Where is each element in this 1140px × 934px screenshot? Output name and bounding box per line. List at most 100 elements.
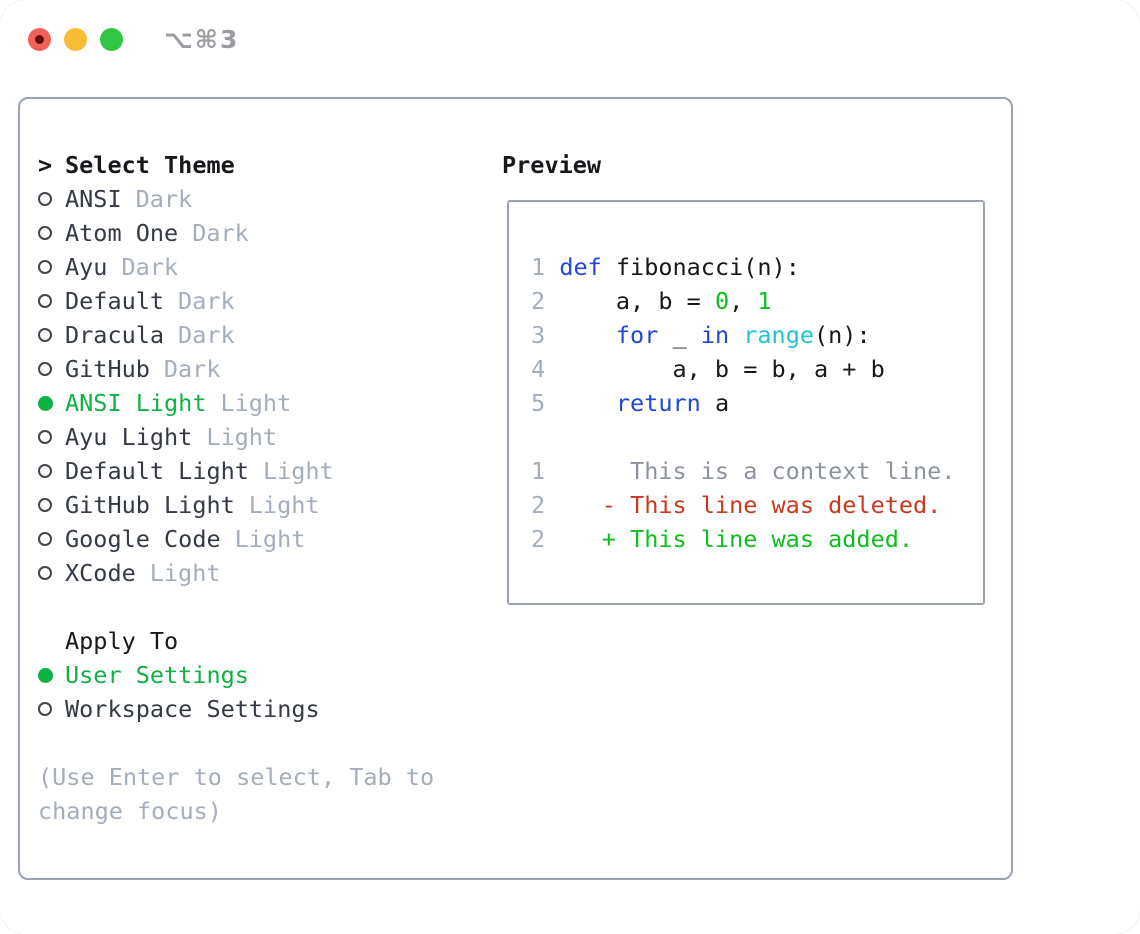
- radio-icon: [38, 250, 65, 284]
- theme-item-default[interactable]: Default Dark: [38, 284, 434, 318]
- radio-selected-icon: [38, 386, 65, 420]
- apply-option-user-settings[interactable]: User Settings: [38, 658, 434, 692]
- window-title: ⌥⌘3: [164, 25, 240, 54]
- preview-header: Preview: [502, 151, 602, 179]
- theme-item-ansi-light[interactable]: ANSI Light Light: [38, 386, 434, 420]
- theme-item-name: Dracula: [65, 321, 165, 349]
- radio-icon: [38, 216, 65, 250]
- code-segment-plain: (n):: [814, 321, 871, 349]
- code-segment-plain: [545, 253, 559, 281]
- code-segment-ctx: This is a context line.: [545, 457, 956, 485]
- radio-icon: [38, 556, 65, 590]
- theme-variant-tag: Dark: [178, 321, 235, 349]
- code-blank-line: [531, 420, 983, 454]
- select-theme-header: > Select Theme: [38, 148, 434, 182]
- code-segment-plain: _: [658, 321, 701, 349]
- theme-item-github[interactable]: GitHub Dark: [38, 352, 434, 386]
- theme-variant-tag: Dark: [135, 185, 193, 213]
- theme-item-name: ANSI: [65, 185, 122, 213]
- code-line: 1 def fibonacci(n):: [531, 250, 983, 284]
- theme-item-name: Ayu: [65, 253, 108, 281]
- code-segment-plain: [545, 389, 616, 417]
- code-segment-plain: [729, 321, 743, 349]
- theme-variant-tag: Light: [220, 389, 292, 417]
- theme-variant-tag: Dark: [192, 219, 249, 247]
- apply-option-name: Workspace Settings: [65, 695, 320, 723]
- theme-variant-tag: Dark: [178, 287, 235, 315]
- code-segment-num: 2: [531, 525, 546, 553]
- code-line: 3 for _ in range(n):: [531, 318, 983, 352]
- theme-variant-tag: Dark: [121, 253, 179, 281]
- theme-variant-tag: Light: [234, 525, 306, 553]
- code-segment-plain: a, b =: [545, 287, 715, 315]
- theme-item-github-light[interactable]: GitHub Light Light: [38, 488, 434, 522]
- code-segment-kw: for: [615, 321, 659, 349]
- code-segment-builtin: range: [743, 321, 815, 349]
- apply-option-workspace-settings[interactable]: Workspace Settings: [38, 692, 434, 726]
- code-segment-plain: ,: [729, 287, 758, 315]
- code-segment-val: 1: [757, 287, 772, 315]
- close-button[interactable]: [28, 28, 51, 51]
- zoom-button[interactable]: [100, 28, 123, 51]
- radio-icon: [38, 182, 65, 216]
- theme-item-xcode[interactable]: XCode Light: [38, 556, 434, 590]
- theme-item-name: GitHub Light: [65, 491, 235, 519]
- code-segment-num: 2: [531, 491, 546, 519]
- radio-icon: [38, 454, 65, 488]
- code-line: 2 a, b = 0, 1: [531, 284, 983, 318]
- code-segment-num: 2: [531, 287, 546, 315]
- minimize-button[interactable]: [64, 28, 87, 51]
- theme-variant-tag: Light: [248, 491, 320, 519]
- code-segment-plain: a: [700, 389, 730, 417]
- apply-option-name: User Settings: [65, 661, 249, 689]
- apply-to-indent: [38, 624, 65, 658]
- code-segment-num: 1: [531, 253, 546, 281]
- radio-selected-icon: [38, 658, 65, 692]
- code-line: 4 a, b = b, a + b: [531, 352, 983, 386]
- code-segment-kw: return: [615, 389, 701, 417]
- theme-variant-tag: Light: [149, 559, 221, 587]
- theme-item-dracula[interactable]: Dracula Dark: [38, 318, 434, 352]
- radio-icon: [38, 420, 65, 454]
- radio-icon: [38, 522, 65, 556]
- code-line: 2 + This line was added.: [531, 522, 983, 556]
- code-segment-num: 3: [531, 321, 546, 349]
- theme-item-ansi[interactable]: ANSI Dark: [38, 182, 434, 216]
- theme-item-name: Ayu Light: [65, 423, 193, 451]
- theme-item-name: GitHub: [65, 355, 150, 383]
- radio-icon: [38, 284, 65, 318]
- code-line: 5 return a: [531, 386, 983, 420]
- theme-item-ayu[interactable]: Ayu Dark: [38, 250, 434, 284]
- theme-item-name: XCode: [65, 559, 136, 587]
- radio-icon: [38, 318, 65, 352]
- code-segment-kw: in: [700, 321, 730, 349]
- code-segment-del: - This line was deleted.: [545, 491, 942, 519]
- theme-item-name: ANSI Light: [65, 389, 207, 417]
- code-segment-num: 1: [531, 457, 546, 485]
- theme-variant-tag: Dark: [163, 355, 221, 383]
- titlebar: ⌥⌘3: [28, 25, 239, 54]
- select-theme-label: Select Theme: [65, 151, 235, 179]
- code-line: 1 This is a context line.: [531, 454, 983, 488]
- theme-item-name: Default: [65, 287, 165, 315]
- theme-variant-tag: Light: [262, 457, 334, 485]
- code-segment-add: + This line was added.: [545, 525, 914, 553]
- close-edited-dot-icon: [35, 35, 44, 44]
- focus-caret-icon: >: [38, 151, 53, 179]
- code-segment-kw: def: [559, 253, 602, 281]
- spacer: [38, 590, 434, 624]
- code-segment-val: 0: [714, 287, 730, 315]
- code-segment-plain: fibonacci(n):: [601, 253, 800, 281]
- help-text-line-2: change focus): [38, 797, 222, 825]
- code-segment-plain: [545, 321, 616, 349]
